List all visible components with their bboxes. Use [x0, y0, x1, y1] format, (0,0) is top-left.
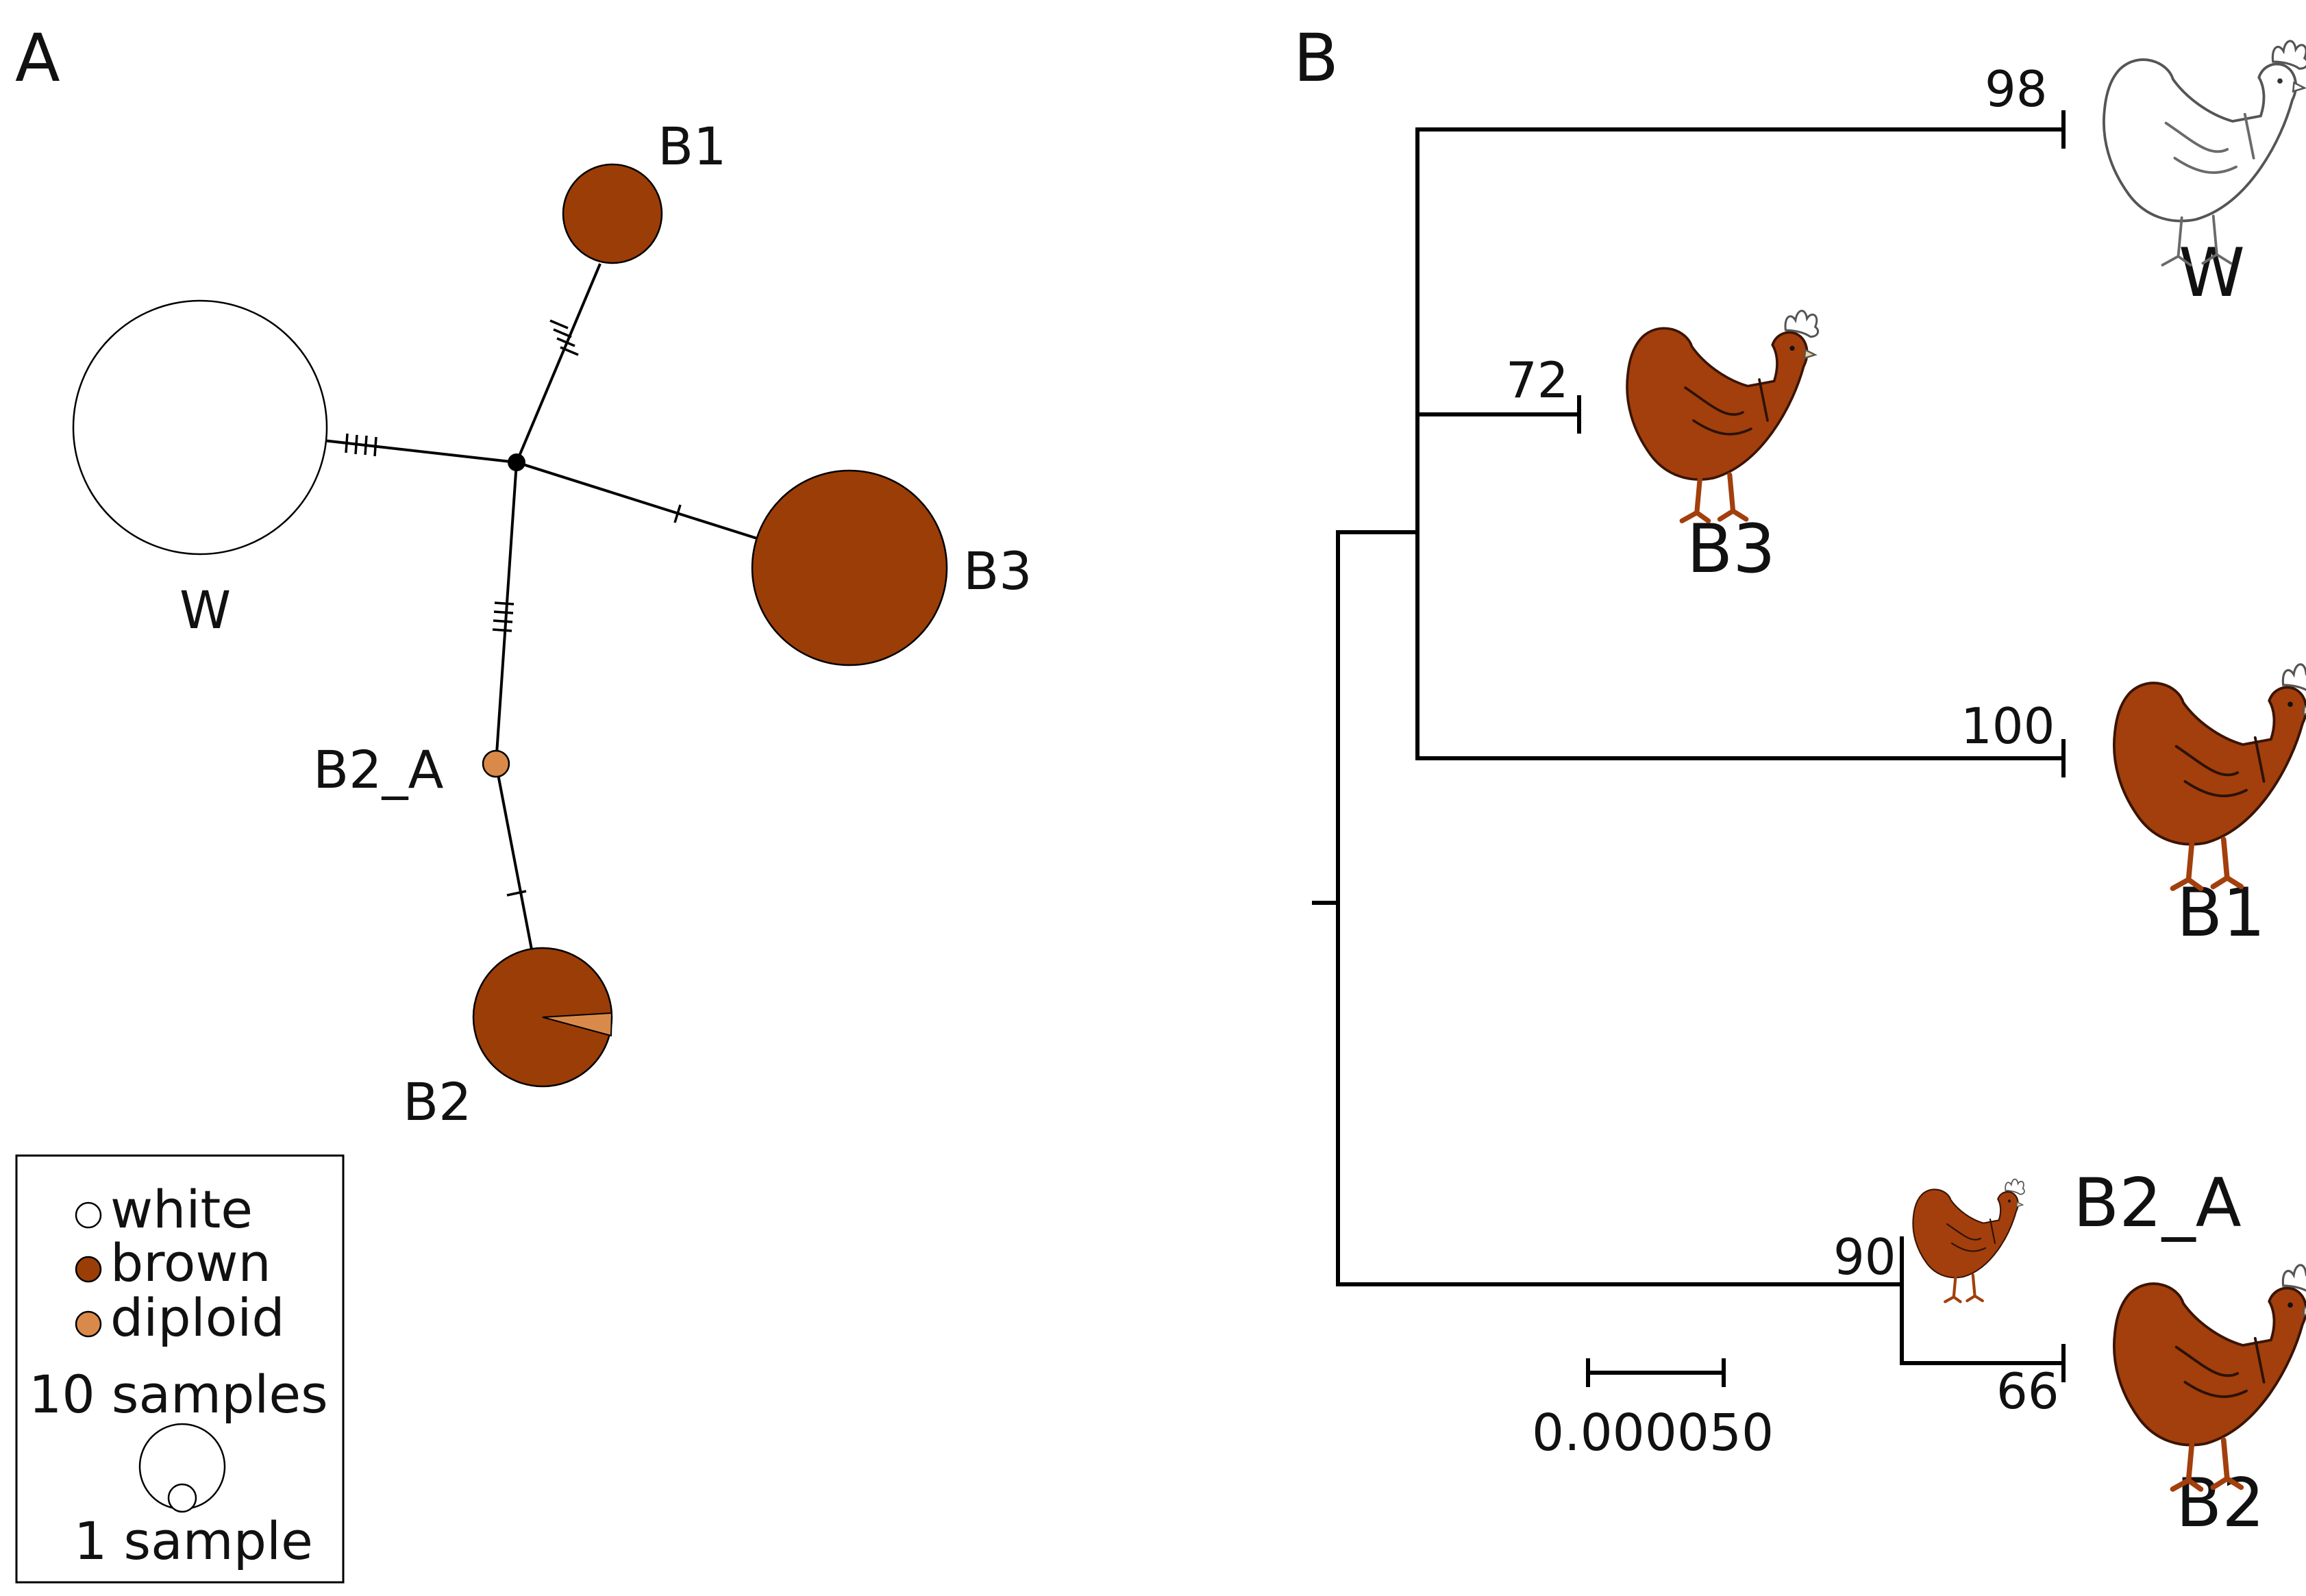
hen-brown-icon-b2	[2112, 1264, 2306, 1492]
legend-size-circle-small	[167, 1483, 197, 1513]
haplotype-w	[72, 299, 328, 556]
label-b1: B1	[658, 116, 727, 177]
label-w: W	[179, 579, 231, 640]
edge-hub-w	[323, 439, 517, 464]
mutation-ticks-w	[345, 433, 377, 457]
scale-bar-label: 0.000050	[1532, 1404, 1774, 1462]
haplotype-b2a	[482, 749, 510, 778]
panel-b-letter: B	[1293, 20, 1339, 97]
tip-label-b3: B3	[1687, 510, 1776, 588]
mutation-tick-b2	[506, 890, 527, 897]
phylogenetic-tree: 98 72 100 90 66 W B3 B1 B2_A B2 0.000050	[1312, 60, 2266, 1543]
legend-swatch-white	[75, 1201, 102, 1229]
scale-bar: 0.000050	[1532, 1358, 1774, 1462]
haplotype-b3	[751, 469, 948, 666]
mutation-ticks-b1	[549, 319, 579, 356]
hen-brown-icon-b2a	[1912, 1178, 2025, 1304]
label-b3: B3	[963, 540, 1032, 601]
mutation-ticks-b2a	[492, 601, 514, 632]
edge-b2a-b2	[495, 763, 533, 950]
legend-size-large: 10 samples	[29, 1364, 328, 1425]
edge-hub-b1	[515, 263, 602, 463]
support-b2a: 90	[1833, 1228, 1896, 1286]
legend-swatch-diploid	[75, 1310, 102, 1338]
haplotype-network: W B1 B3 B2_A B2	[72, 116, 1032, 1132]
tip-label-w: W	[2179, 234, 2245, 312]
legend-swatch-brown	[75, 1256, 102, 1283]
legend-label-white: white	[110, 1179, 253, 1240]
mutation-tick-b3	[673, 504, 682, 523]
label-b2: B2	[403, 1071, 472, 1132]
edge-hub-b3	[516, 461, 758, 540]
support-b1: 100	[1961, 697, 2055, 755]
hen-brown-icon-b3	[1626, 310, 1820, 524]
tip-label-b2a: B2_A	[2073, 1164, 2242, 1243]
panel-a-letter: A	[15, 20, 60, 97]
haplotype-b1	[562, 163, 663, 264]
support-w: 98	[1985, 60, 2048, 118]
haplotype-b2-diploid-slice	[542, 1012, 613, 1037]
support-b3: 72	[1506, 351, 1569, 409]
legend-label-diploid: diploid	[110, 1287, 285, 1348]
legend: white brown diploid 10 samples 1 sample	[15, 1154, 345, 1584]
median-vector-node	[508, 453, 525, 471]
tip-label-b1: B1	[2177, 874, 2266, 952]
hen-brown-icon-b1	[2112, 663, 2306, 891]
legend-size-small: 1 sample	[74, 1510, 313, 1571]
hen-white-icon	[2102, 40, 2306, 266]
haplotype-b2	[472, 947, 613, 1088]
support-b2: 66	[1996, 1362, 2059, 1420]
legend-label-brown: brown	[110, 1232, 271, 1293]
label-b2a: B2_A	[313, 739, 443, 800]
